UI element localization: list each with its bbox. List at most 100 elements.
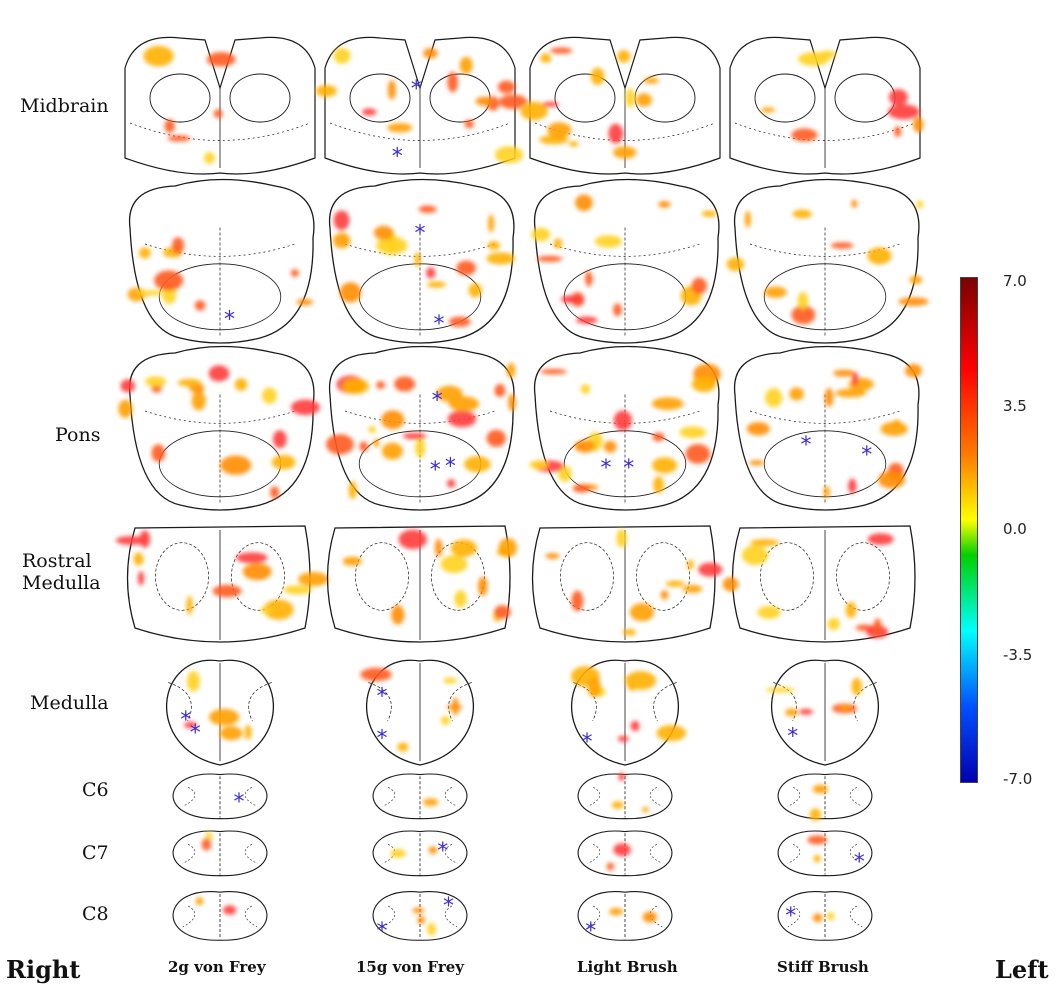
grey-matter-left	[787, 786, 801, 807]
panel-pons-light-brush: **	[529, 345, 721, 511]
activation-blob	[823, 485, 830, 499]
significance-asterisk: *	[437, 839, 448, 864]
activation-blob	[145, 376, 167, 387]
activation-blob	[658, 200, 671, 208]
nucleus-left	[760, 542, 814, 611]
activation-blob	[652, 432, 665, 442]
activation-blob	[376, 236, 408, 255]
activation-blob	[765, 687, 796, 693]
activation-blobs	[195, 897, 237, 915]
activation-blob	[427, 922, 436, 936]
activation-blob	[888, 89, 908, 106]
activation-blob	[617, 49, 631, 63]
peduncle-line	[129, 122, 311, 141]
activation-blob	[867, 247, 892, 265]
cord-outline	[372, 830, 468, 877]
activation-blob	[390, 848, 406, 858]
activation-blob	[315, 84, 337, 98]
peduncle-line	[329, 122, 511, 141]
activation-blob	[463, 456, 491, 473]
activation-blob	[618, 772, 625, 782]
activation-blobs	[412, 907, 436, 936]
row-label-c6: C6	[82, 779, 109, 801]
activation-blob	[726, 257, 745, 272]
significance-asterisk: *	[623, 456, 634, 481]
activation-blob	[574, 440, 596, 453]
activation-blobs	[201, 831, 213, 851]
panel-pons-upper-stiff-brush	[726, 178, 929, 344]
activation-blob	[428, 846, 438, 855]
significance-asterisk: *	[224, 307, 235, 332]
activation-blob	[873, 618, 882, 637]
cord-outline	[172, 891, 268, 941]
activation-blob	[376, 381, 386, 389]
activation-blob	[789, 387, 804, 401]
activation-blob	[826, 911, 835, 921]
cord-outline	[777, 830, 873, 877]
midbrain-outline	[124, 36, 316, 175]
fiber-tract	[749, 410, 901, 424]
significance-asterisk: *	[377, 727, 388, 752]
activation-blob	[290, 399, 320, 416]
activation-blob	[851, 677, 862, 696]
activation-blob	[660, 590, 669, 600]
fiber-tract	[549, 243, 701, 257]
nucleus-right	[448, 682, 472, 722]
medulla-outline	[771, 659, 879, 766]
panel-rostral-medulla-stiff-brush	[722, 525, 916, 643]
significance-asterisk: *	[787, 724, 798, 749]
activation-blob	[242, 563, 272, 581]
colliculus-left	[754, 73, 816, 123]
activation-blob	[691, 376, 717, 393]
grey-matter-right	[244, 905, 258, 928]
activation-blobs	[531, 194, 717, 324]
activation-blob	[402, 432, 427, 440]
activation-blob	[887, 104, 920, 120]
panel-pons-upper-light-brush	[531, 178, 720, 344]
activation-blobs	[325, 362, 516, 500]
activation-blob	[746, 422, 770, 436]
activation-blob	[617, 735, 629, 742]
activation-blob	[263, 599, 294, 620]
activation-blob	[691, 277, 707, 295]
activation-blob	[448, 316, 471, 327]
activation-blob	[209, 708, 240, 726]
activation-blobs	[360, 667, 463, 752]
activation-blob	[573, 443, 584, 450]
activation-blob	[536, 255, 563, 262]
nucleus-left	[773, 682, 797, 722]
activation-blob	[387, 123, 413, 133]
panel-pons-upper-2g-von-frey: *	[127, 178, 315, 344]
activation-blob	[260, 606, 272, 614]
activation-blob	[540, 53, 552, 64]
activation-blob	[201, 838, 212, 851]
pons-outline	[533, 345, 720, 511]
activation-blobs	[765, 677, 862, 717]
activation-blob	[333, 47, 351, 64]
peduncle-line	[534, 122, 716, 141]
pons-outline	[733, 345, 920, 511]
activation-blob	[819, 50, 836, 59]
panel-c8-15g-von-frey: **	[372, 891, 468, 944]
activation-blob	[194, 300, 206, 311]
fiber-tract	[344, 410, 496, 424]
panel-midbrain-stiff-brush	[729, 36, 924, 175]
activation-blob	[381, 410, 405, 430]
rostral-medulla-outline	[326, 525, 511, 643]
panel-pons-2g-von-frey	[118, 345, 320, 511]
activation-blob	[749, 460, 765, 466]
colorbar-tick-neg-3-5: -3.5	[1003, 646, 1033, 664]
activation-blob	[115, 535, 147, 545]
activation-blob	[137, 571, 145, 586]
significance-asterisk: *	[377, 919, 388, 944]
grey-matter-right	[444, 905, 458, 928]
activation-blob	[139, 247, 151, 259]
nucleus-left	[355, 542, 409, 611]
panel-pons-upper-15g-von-frey: **	[328, 178, 515, 344]
activation-blob	[643, 77, 660, 84]
activation-blob	[587, 677, 602, 698]
peduncle-line	[734, 122, 916, 141]
activation-blob	[244, 724, 252, 740]
activation-blob	[809, 808, 822, 821]
